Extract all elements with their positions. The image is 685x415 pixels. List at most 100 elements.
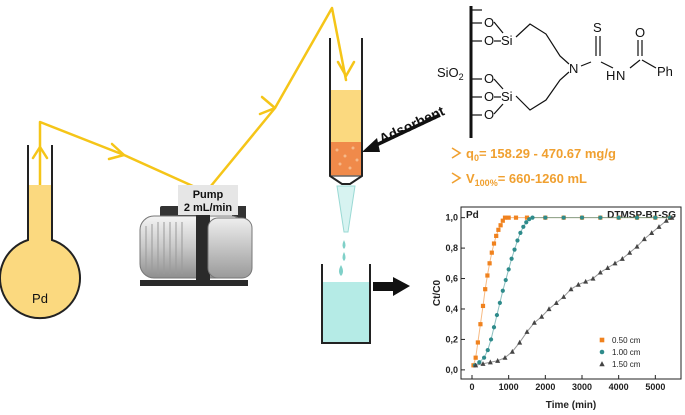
- bullet-arrow-icon: [451, 172, 462, 184]
- data-point: [653, 215, 658, 220]
- data-point: [598, 215, 603, 220]
- y-tick-label: 1,0: [445, 213, 458, 223]
- data-point: [517, 339, 523, 345]
- data-point: [627, 249, 633, 255]
- atom-s: S: [593, 20, 602, 35]
- data-point: [583, 278, 589, 284]
- data-point: [473, 362, 479, 368]
- legend-entry: 1.50 cm: [612, 360, 641, 369]
- data-point: [515, 238, 520, 243]
- data-point: [656, 224, 662, 229]
- atom-carbonyl-o: O: [635, 25, 645, 40]
- data-point: [487, 359, 493, 365]
- data-point: [561, 294, 567, 299]
- x-tick-label: 5000: [645, 382, 665, 392]
- data-point: [531, 319, 537, 325]
- data-point: [612, 260, 618, 266]
- support-label: SiO2: [437, 65, 464, 82]
- data-point: [524, 220, 529, 225]
- y-axis-label: Ct/C0: [432, 280, 443, 307]
- data-point: [605, 265, 611, 270]
- legend-marker: [599, 337, 605, 343]
- series-line: [475, 217, 673, 366]
- data-point: [475, 340, 480, 345]
- data-point: [485, 273, 490, 278]
- x-tick-label: 4000: [609, 382, 629, 392]
- chart-corner-label: Pd: [466, 210, 479, 221]
- data-point: [500, 218, 505, 223]
- atom-amide-n: N: [616, 68, 625, 83]
- arrow-diagonal-icon: [258, 95, 277, 116]
- data-point: [483, 287, 488, 292]
- data-point: [489, 250, 494, 255]
- atom-o: O: [484, 107, 494, 122]
- atom-amide-h: H: [606, 68, 615, 83]
- arrow-right-icon: [107, 142, 126, 161]
- x-axis-label: Time (min): [546, 400, 596, 411]
- data-point: [491, 325, 497, 330]
- flow-arrows: [31, 60, 356, 161]
- data-point: [518, 230, 523, 235]
- legend-entry: 0.50 cm: [612, 336, 641, 345]
- atom-n: N: [569, 61, 578, 76]
- data-point: [473, 355, 478, 360]
- result-arrow: [373, 277, 410, 296]
- data-point: [509, 348, 515, 354]
- chemical-structure: O O O O O Si Si SiO2 N S O H N Ph: [437, 6, 673, 138]
- legend-marker: [599, 349, 605, 355]
- y-tick-label: 0,6: [445, 274, 458, 284]
- data-point: [575, 281, 581, 287]
- data-point: [527, 217, 532, 222]
- data-series: [471, 214, 675, 368]
- atom-o: O: [484, 33, 494, 48]
- adsorption-column: [329, 38, 363, 276]
- x-tick-label: 2000: [535, 382, 555, 392]
- data-point: [634, 215, 640, 220]
- chart-legend: 0.50 cm1.00 cm1.50 cm: [599, 336, 641, 369]
- x-tick-label: 3000: [572, 382, 592, 392]
- data-point: [524, 329, 530, 334]
- data-point: [491, 241, 497, 246]
- data-point: [530, 215, 535, 220]
- data-point: [663, 217, 669, 223]
- data-point: [619, 256, 625, 261]
- data-point: [590, 275, 596, 281]
- data-point: [502, 354, 508, 360]
- breakthrough-volume: V100%= 660-1260 mL: [466, 171, 587, 188]
- data-point: [641, 236, 647, 242]
- pump-label-line2: 2 mL/min: [184, 202, 233, 214]
- data-point: [539, 313, 545, 319]
- arrow-right-icon: [393, 277, 410, 296]
- x-tick-label: 0: [469, 382, 474, 392]
- data-point: [477, 360, 482, 365]
- atom-o: O: [484, 15, 494, 30]
- data-point: [543, 215, 548, 220]
- data-point: [502, 215, 508, 220]
- data-point: [634, 243, 640, 249]
- adsorbent-pointer: Adsorbent: [362, 102, 447, 152]
- data-point: [616, 215, 621, 220]
- y-tick-label: 0,8: [445, 243, 458, 253]
- data-point: [553, 300, 559, 305]
- y-tick-label: 0,2: [445, 334, 458, 344]
- flow-line: [38, 6, 348, 194]
- flask: Pd: [0, 145, 81, 320]
- adsorption-capacity: q0= 158.29 - 470.67 mg/g: [466, 146, 616, 163]
- data-point: [546, 306, 552, 312]
- arrow-up-icon: [31, 145, 49, 160]
- chart-title: DTMSP-BT-SG: [607, 210, 676, 221]
- data-point: [494, 233, 499, 239]
- data-point: [506, 267, 511, 272]
- data-point: [568, 286, 574, 292]
- data-point: [579, 215, 585, 220]
- data-point: [480, 361, 486, 366]
- breakthrough-chart: Pd DTMSP-BT-SG Time (min) Ct/C0 0 1000 200…: [432, 206, 682, 411]
- pump: Pump 2 mL/min: [139, 185, 253, 286]
- data-point: [497, 300, 502, 305]
- collection-beaker: [321, 264, 371, 344]
- x-tick-label: 1000: [499, 382, 519, 392]
- data-point: [478, 322, 483, 327]
- series-1-50-cm: [473, 214, 675, 368]
- data-point: [495, 358, 501, 363]
